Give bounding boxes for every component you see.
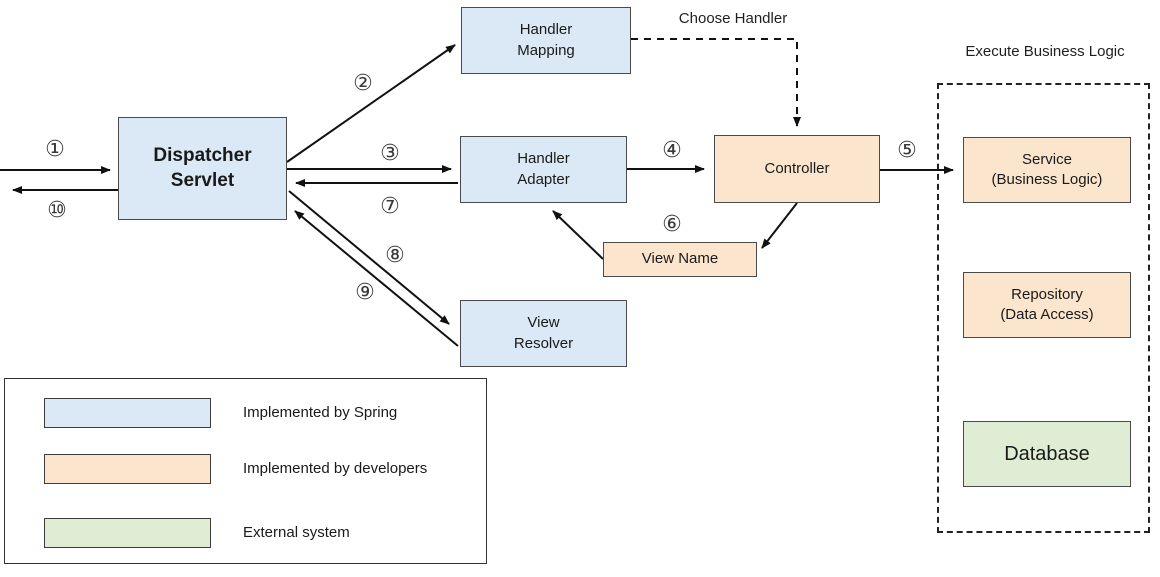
legend-swatch-spring [44,398,211,428]
step-label-1: ① [45,137,65,162]
step-label-6: ⑥ [662,212,682,237]
legend-label-developers: Implemented by developers [243,460,428,477]
node-dispatcher-servlet: Dispatcher Servlet [118,117,287,220]
node-view-name: View Name [603,242,757,277]
step-label-8: ⑧ [385,243,405,268]
node-controller: Controller [714,135,880,203]
node-database: Database [963,421,1131,487]
arrow-controller-to-view-name [761,202,798,249]
step-label-7: ⑦ [380,194,400,219]
step-label-10: ⑩ [47,198,67,223]
legend-label-external: External system [243,524,350,541]
node-service: Service (Business Logic) [963,137,1131,203]
arrow-step6-view-name-to-adapter [552,210,604,260]
execute-business-logic-label: Execute Business Logic [965,43,1125,60]
node-handler-adapter: Handler Adapter [460,136,627,203]
step-label-3: ③ [380,141,400,166]
arrow-choose-handler-dashed [631,38,801,127]
legend-label-spring: Implemented by Spring [243,404,398,421]
legend-swatch-developers [44,454,211,484]
node-handler-mapping: Handler Mapping [461,7,631,74]
business-logic-group-border [937,83,1150,533]
step-label-4: ④ [662,138,682,163]
legend: Implemented by Spring Implemented by dev… [4,378,487,564]
arrow-step2-to-handler-mapping [286,44,456,163]
step-label-2: ② [353,71,373,96]
step-label-9: ⑨ [355,280,375,305]
choose-handler-label: Choose Handler [678,10,788,27]
node-view-resolver: View Resolver [460,300,627,367]
node-repository: Repository (Data Access) [963,272,1131,338]
step-label-5: ⑤ [897,138,917,163]
arrow-step9-to-dispatcher [294,210,459,347]
legend-swatch-external [44,518,211,548]
